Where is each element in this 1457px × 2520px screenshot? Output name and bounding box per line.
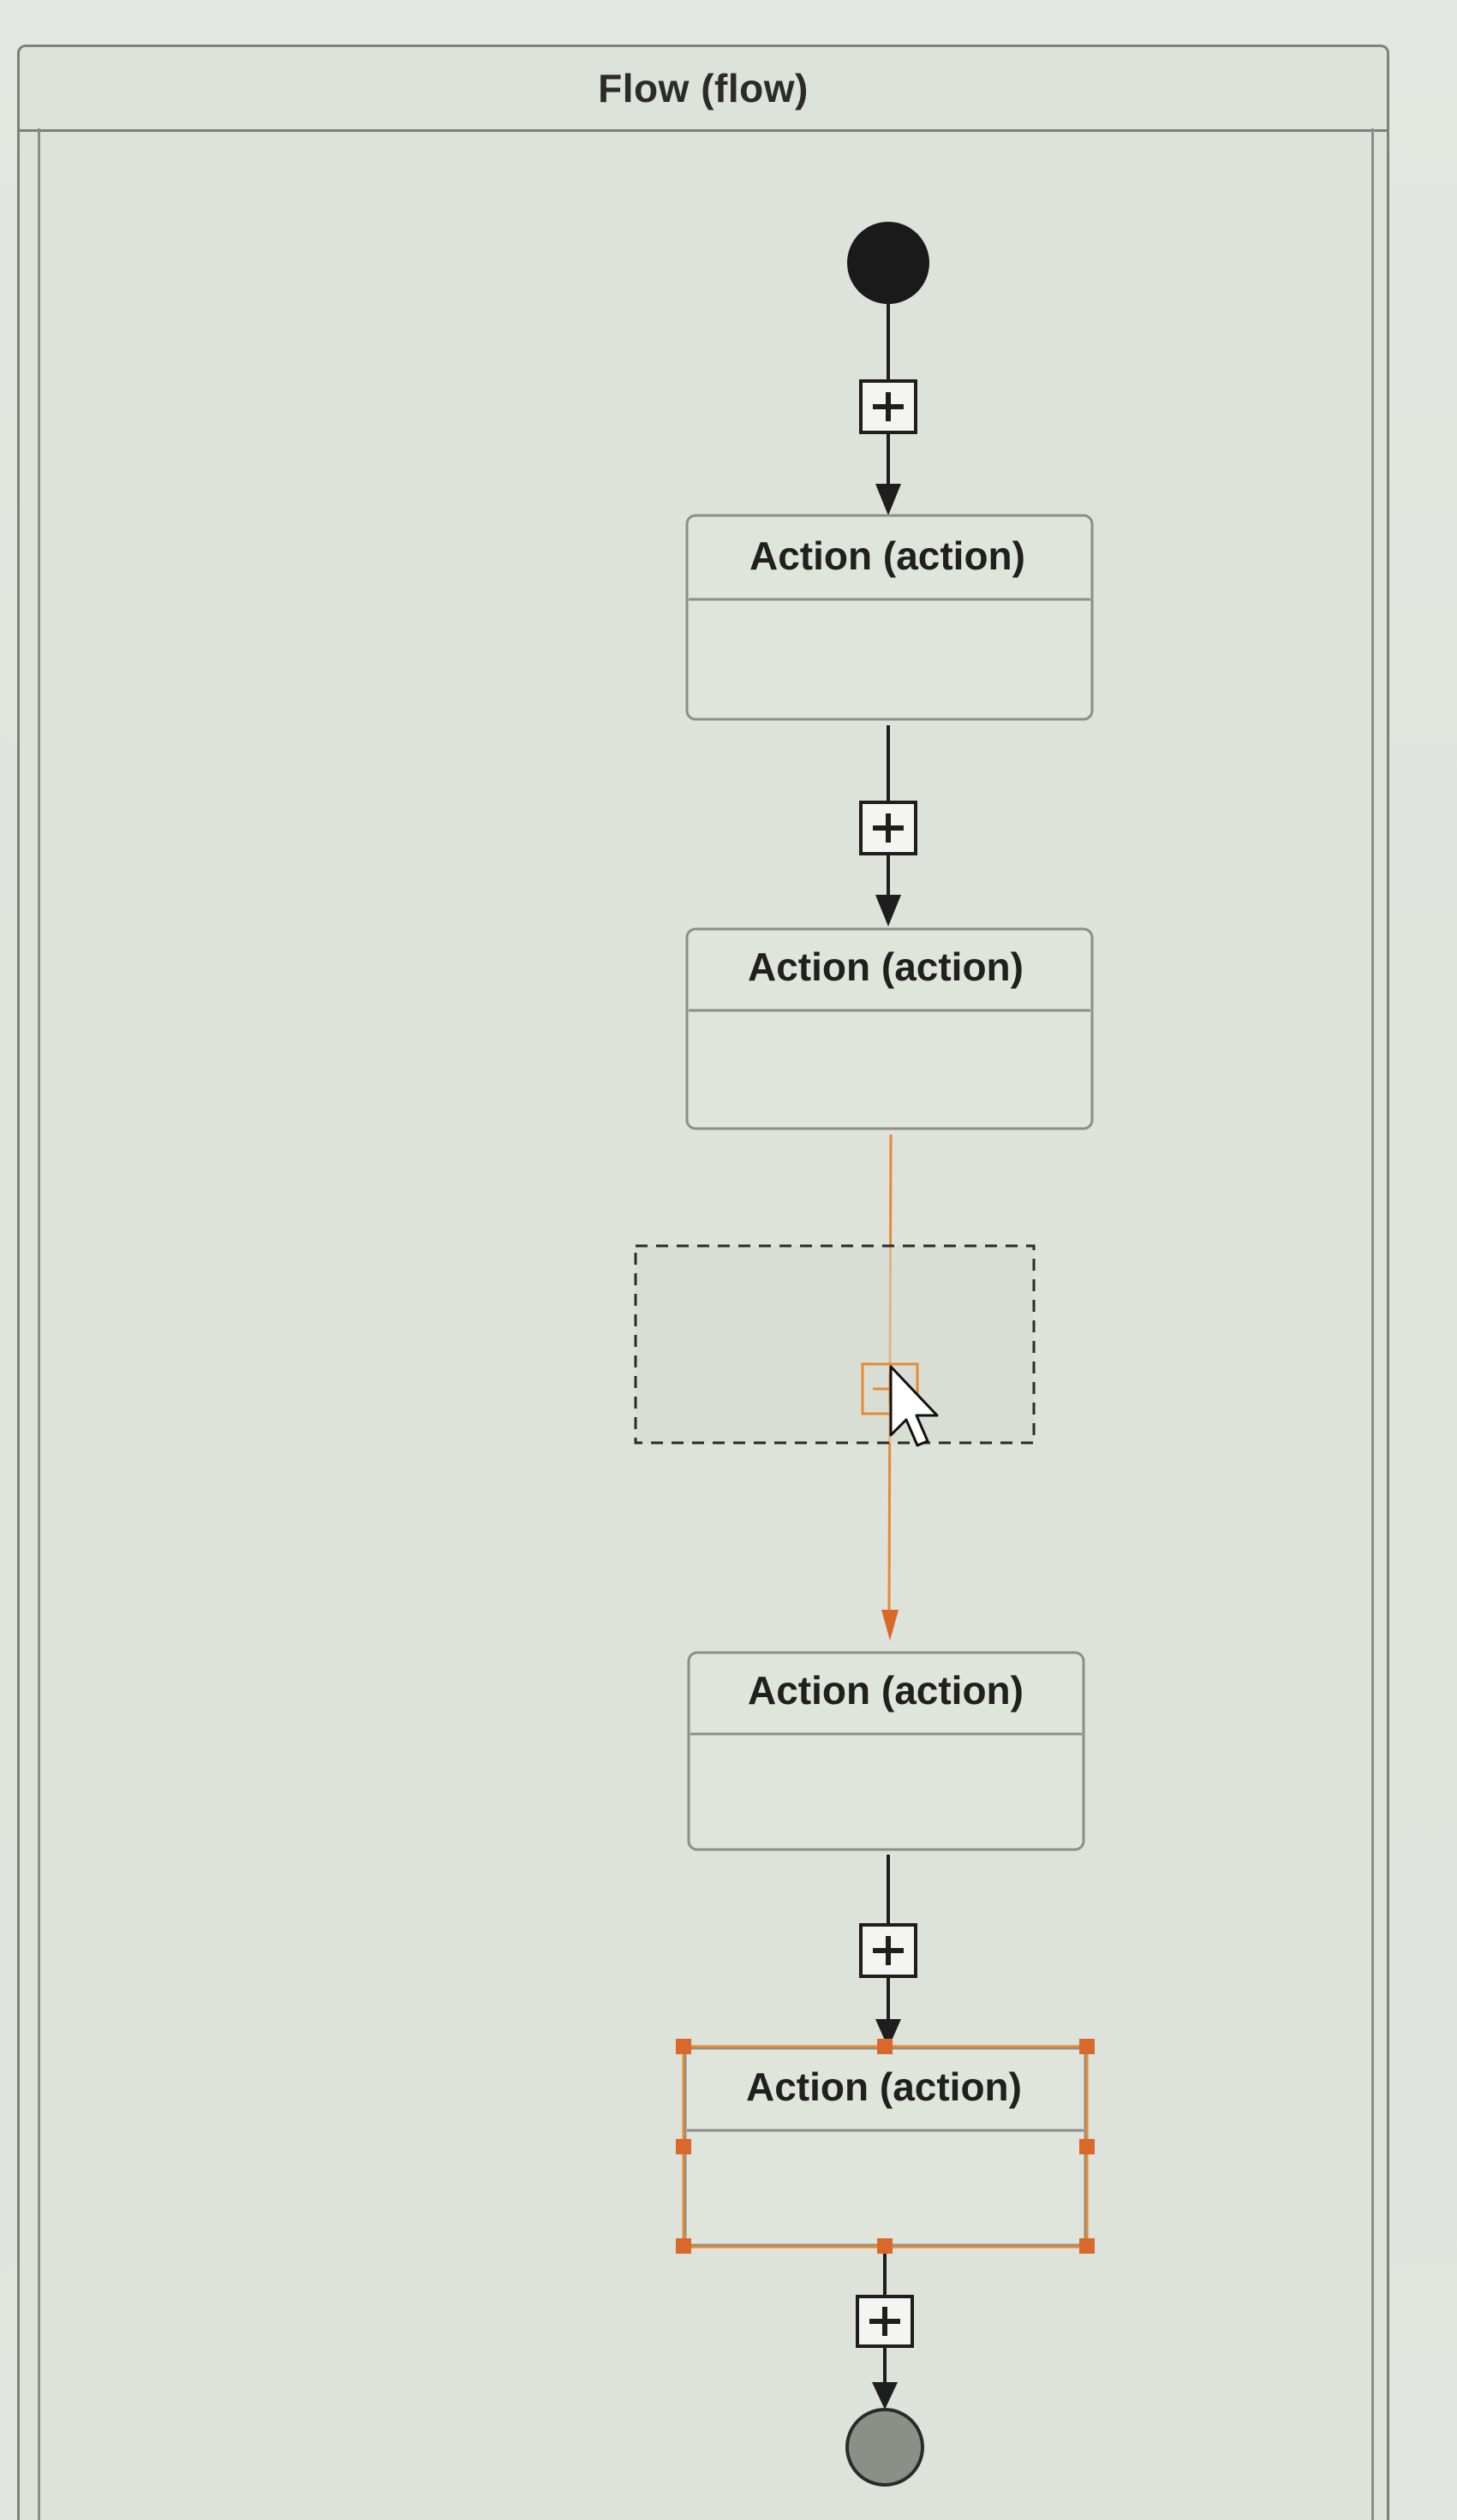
selection-handles[interactable] [676,2039,1095,2254]
resize-handle-bottom-left[interactable] [676,2238,691,2254]
action-node-3-label: Action (action) [748,1668,1024,1713]
resize-handle-right[interactable] [1079,2139,1095,2154]
initial-node[interactable] [847,222,929,304]
flow-inner-border [38,128,1374,2520]
resize-handle-top-right[interactable] [1079,2039,1095,2054]
flow-title: Flow (flow) [598,66,809,110]
action-node-1-frame [685,514,1094,721]
plus-icon[interactable] [859,801,917,855]
plus-icon-box [856,2295,914,2348]
action-node-2-label: Action (action) [748,944,1024,989]
action-node-3-frame [687,1651,1085,1851]
plus-icon[interactable] [856,2295,914,2348]
action-node-2[interactable]: Action (action) [685,927,1094,1130]
resize-handle-top[interactable] [877,2039,893,2054]
action-node-4[interactable]: Action (action) [682,2045,1089,2249]
final-node[interactable] [845,2408,924,2487]
plus-icon[interactable] [859,1923,917,1978]
resize-handle-top-left[interactable] [676,2039,691,2054]
action-node-4-label: Action (action) [746,2064,1022,2109]
flow-header: Flow (flow) [20,47,1387,132]
action-node-1[interactable]: Action (action) [685,514,1094,721]
action-node-3[interactable]: Action (action) [687,1651,1085,1851]
arrow-pointer-icon [889,1365,939,1447]
resize-handle-bottom[interactable] [877,2238,893,2254]
action-node-2-frame [685,927,1094,1130]
action-node-1-label: Action (action) [749,533,1025,578]
arrowhead [872,2382,898,2410]
resize-handle-left[interactable] [676,2139,691,2154]
arrowhead [875,484,901,515]
resize-handle-bottom-right[interactable] [1079,2238,1095,2254]
arrowhead [875,895,901,926]
arrowhead [881,1610,899,1641]
arrowhead [875,2019,901,2048]
drop-placeholder[interactable] [634,1244,1036,1445]
plus-icon[interactable] [859,379,917,434]
